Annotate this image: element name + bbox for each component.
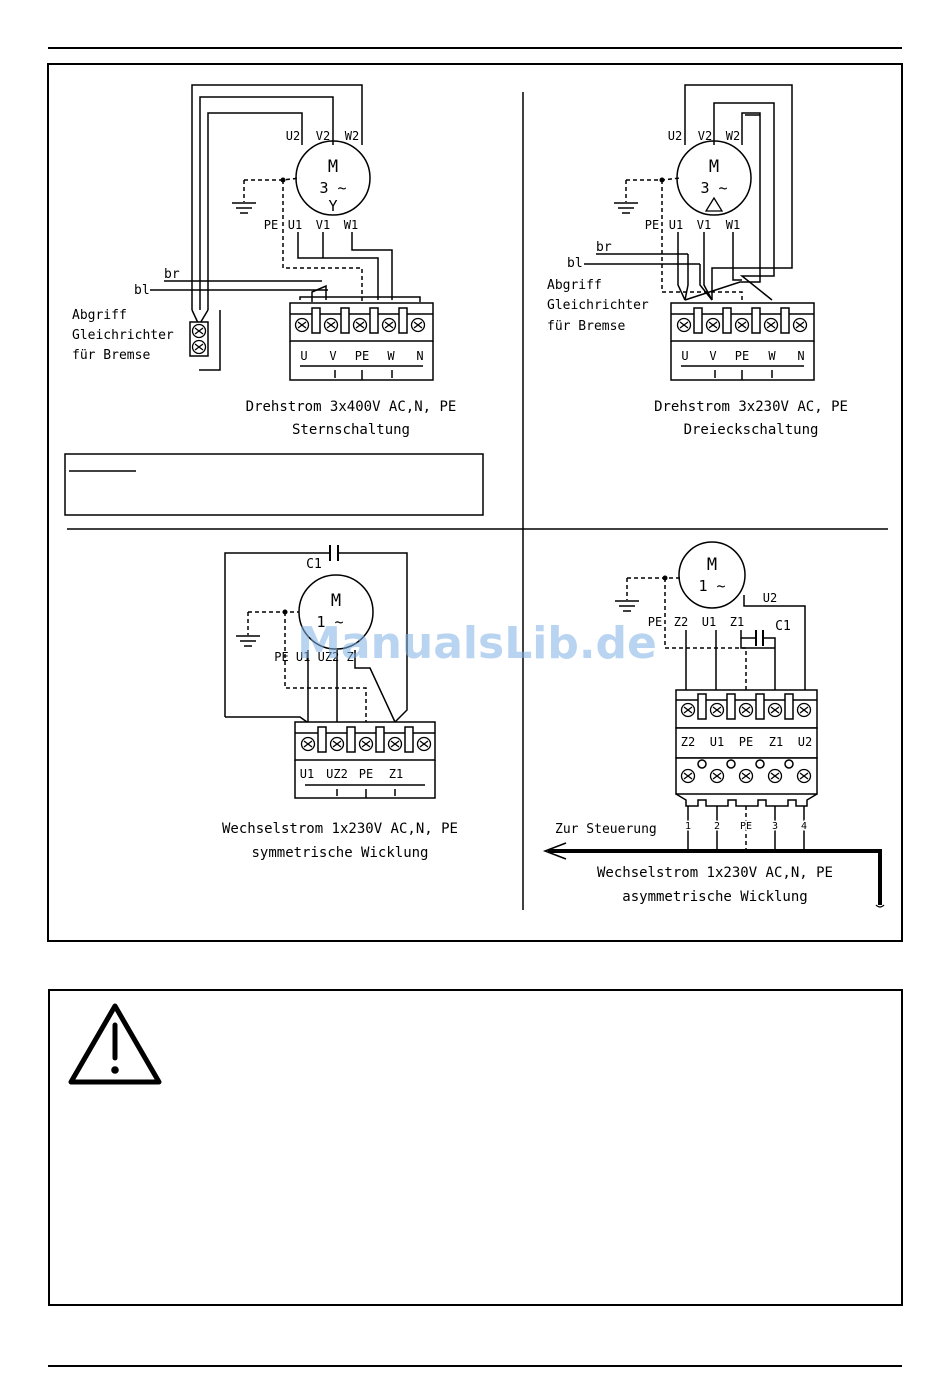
q4-cable-2: 2 [714, 821, 720, 832]
q1-label-w1: W1 [344, 218, 358, 232]
q1-label-w2: W2 [345, 129, 359, 143]
q1-caption-line2: Sternschaltung [292, 422, 410, 438]
q3-motor-symbol: M [331, 591, 341, 611]
q2-label-pe: PE [645, 218, 659, 232]
q3-diagram: M 1 ~ C1 PE U1 UZ2 Z U1 UZ2 [222, 545, 458, 861]
warning-triangle-icon [68, 1003, 162, 1085]
q2-motor-phase: 3 ~ [700, 179, 727, 197]
q1-diagram: M 3 ~ Y U2 V2 W2 PE U1 V1 W1 br bl [64, 84, 484, 516]
q3-terminal-z1: Z1 [389, 767, 403, 781]
q1-wire-bl: bl [134, 283, 150, 298]
q2-caption-line1: Drehstrom 3x230V AC, PE [654, 399, 848, 415]
q4-terminal-u1: U1 [710, 735, 724, 749]
q3-motor-phase: 1 ~ [316, 613, 343, 631]
q4-label-z1: Z1 [730, 615, 744, 629]
q2-label-w1: W1 [726, 218, 740, 232]
bottom-rule [48, 1365, 902, 1367]
q4-label-pe: PE [648, 615, 662, 629]
q1-rectifier-line3: für Bremse [72, 348, 150, 363]
q4-motor-phase: 1 ~ [698, 577, 725, 595]
q3-caption-line2: symmetrische Wicklung [251, 845, 428, 861]
q2-delta-icon [704, 196, 724, 212]
q1-terminal-u: U [300, 349, 307, 363]
q4-cable-3: 3 [772, 821, 778, 832]
q1-rectifier-line1: Abgriff [72, 308, 127, 323]
q3-terminal-uz2: UZ2 [326, 767, 348, 781]
q4-diagram: M 1 ~ U2 PE Z2 U1 Z1 C1 Z2 U1 [542, 541, 885, 908]
q1-label-v1: V1 [316, 218, 330, 232]
q4-label-u1: U1 [702, 615, 716, 629]
q1-wire-br: br [164, 267, 180, 282]
q3-terminal-u1: U1 [300, 767, 314, 781]
diagram-frame [47, 63, 903, 942]
q1-terminal-v: V [329, 349, 336, 363]
q2-terminal-u: U [681, 349, 688, 363]
q2-motor [676, 140, 752, 216]
q4-motor-symbol: M [707, 555, 717, 575]
q4-capacitor-label: C1 [775, 619, 791, 634]
q2-terminal-w: W [768, 349, 776, 363]
q3-terminal-pe: PE [359, 767, 373, 781]
q2-label-u1: U1 [669, 218, 683, 232]
q4-cable-1: 1 [685, 821, 691, 832]
q3-capacitor-label: C1 [306, 557, 322, 572]
top-rule [48, 47, 902, 49]
q1-connection-symbol: Y [328, 197, 337, 215]
q1-label-u2: U2 [286, 129, 300, 143]
q2-rectifier-line3: für Bremse [547, 319, 625, 334]
q2-label-u2: U2 [668, 129, 682, 143]
q2-wire-br: br [596, 240, 612, 255]
q4-control-label: Zur Steuerung [555, 822, 657, 837]
q4-label-u2: U2 [763, 591, 777, 605]
q2-terminal-pe: PE [735, 349, 749, 363]
q2-rectifier-line2: Gleichrichter [547, 298, 649, 313]
q2-caption-line2: Dreieckschaltung [684, 422, 819, 438]
q1-label-v2: V2 [316, 129, 330, 143]
q1-label-pe: PE [264, 218, 278, 232]
q2-terminal-v: V [709, 349, 716, 363]
q2-terminal-n: N [797, 349, 804, 363]
q3-bottom-labels: PE U1 UZ2 Z [274, 650, 353, 664]
q1-label-u1: U1 [288, 218, 302, 232]
q4-label-z2: Z2 [674, 615, 688, 629]
q4-terminal-pe: PE [739, 735, 753, 749]
q2-diagram: M 3 ~ U2 V2 W2 PE U1 V1 W1 br bl Abgriff… [547, 84, 848, 438]
watermark: ManualsLib.de [297, 618, 657, 669]
q1-motor-symbol: M [328, 157, 338, 177]
q2-label-w2: W2 [726, 129, 740, 143]
q4-cable-4: 4 [801, 821, 807, 832]
q1-terminal-pe: PE [355, 349, 369, 363]
q4-motor [678, 541, 746, 609]
warning-box [48, 989, 903, 1306]
q1-motor-phase: 3 ~ [319, 179, 346, 197]
q1-terminal-n: N [416, 349, 423, 363]
q4-terminal-z2: Z2 [681, 735, 695, 749]
q4-terminal-u2: U2 [798, 735, 812, 749]
q2-label-v1: V1 [697, 218, 711, 232]
q1-rectifier-line2: Gleichrichter [72, 328, 174, 343]
q2-motor-symbol: M [709, 157, 719, 177]
q1-note-box [64, 453, 484, 516]
q4-terminal-z1: Z1 [769, 735, 783, 749]
q1-terminal-w: W [387, 349, 395, 363]
q4-caption-line1: Wechselstrom 1x230V AC,N, PE [597, 865, 833, 881]
q4-arrow-icon [542, 842, 567, 860]
q4-cable-pe: PE [740, 821, 752, 832]
q2-label-v2: V2 [698, 129, 712, 143]
q3-caption-line1: Wechselstrom 1x230V AC,N, PE [222, 821, 458, 837]
q4-caption-line2: asymmetrische Wicklung [622, 889, 807, 905]
q2-rectifier-line1: Abgriff [547, 278, 602, 293]
q1-caption-line1: Drehstrom 3x400V AC,N, PE [246, 399, 457, 415]
q2-wire-bl: bl [567, 256, 583, 271]
